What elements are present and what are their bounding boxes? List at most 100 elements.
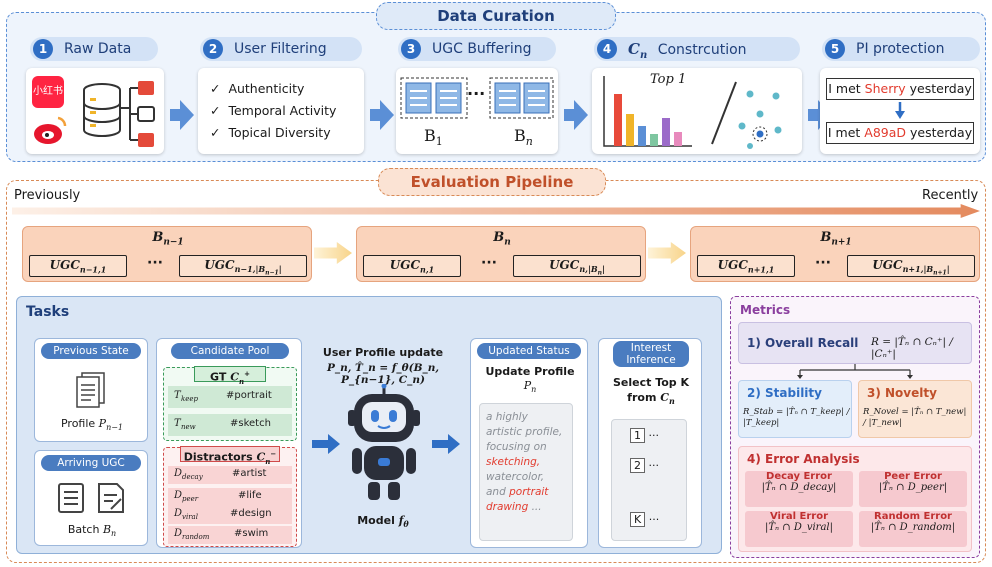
ugc-item-last: UGCn,|Bn| bbox=[513, 255, 641, 277]
robot-model-icon bbox=[348, 384, 420, 500]
tasks-title: Tasks bbox=[26, 304, 70, 320]
model-label: Model fθ bbox=[357, 514, 409, 530]
ranked-item: K ··· bbox=[630, 512, 659, 527]
buffer-ellipsis: ··· bbox=[467, 84, 486, 103]
peer-error: Peer Error|T̂ₙ ∩ D_peer| bbox=[859, 471, 967, 507]
raw-data-panel: 小红书 bbox=[26, 68, 164, 154]
previous-state-header: Previous State bbox=[41, 343, 141, 359]
stage-cn-construction: 4 Cn Constrcution bbox=[594, 37, 800, 61]
timeline-left-label: Previously bbox=[14, 188, 81, 203]
random-error: Random Error|T̂ₙ ∩ D_random| bbox=[859, 511, 967, 547]
profile-highlight: portrait drawing bbox=[486, 486, 549, 513]
batch-current: Bn UGCn,1 ··· UGCn,|Bn| bbox=[356, 226, 646, 282]
pi-after-sentence: I met A89aD yesterday bbox=[826, 122, 974, 144]
stability-formula: R_Stab = |T̂ₙ ∩ T_keep| / |T_keep| bbox=[743, 407, 850, 428]
timeline-arrow bbox=[12, 204, 980, 218]
stage-number: 3 bbox=[401, 39, 421, 59]
stability-box: 2) Stability R_Stab = |T̂ₙ ∩ T_keep| / |… bbox=[738, 380, 852, 438]
xiaohongshu-logo: 小红书 bbox=[32, 76, 64, 108]
cn-symbol: Cn bbox=[628, 40, 648, 61]
arrow-right-icon bbox=[312, 434, 340, 454]
update-profile-label: Update Profile bbox=[485, 365, 575, 378]
batch-label: Batch Bn bbox=[67, 523, 117, 539]
arriving-ugc-header: Arriving UGC bbox=[41, 455, 141, 471]
check-icon: ✓ bbox=[210, 103, 221, 118]
batch-flow-arrow bbox=[648, 242, 686, 264]
stage-number: 5 bbox=[825, 39, 845, 59]
ugc-item-first: UGCn−1,1 bbox=[29, 255, 127, 277]
update-profile-symbol: Pn bbox=[523, 379, 537, 395]
stage-number: 4 bbox=[597, 39, 617, 59]
stage-number: 2 bbox=[203, 39, 223, 59]
novelty-formula: R_Novel = |T̂ₙ ∩ T_new| / |T_new| bbox=[863, 407, 967, 428]
viral-error: Viral Error|T̂ₙ ∩ D_viral| bbox=[745, 511, 853, 547]
stage-label: UGC Buffering bbox=[432, 41, 532, 57]
arrow-down-icon bbox=[895, 102, 905, 119]
decay-error: Decay Error|T̂ₙ ∩ D_decay| bbox=[745, 471, 853, 507]
profile-label: Profile Pn−1 bbox=[60, 417, 124, 433]
buffer-blocks-icon bbox=[400, 77, 554, 119]
check-icon: ✓ bbox=[210, 125, 221, 140]
batch-title: Bn+1 bbox=[820, 230, 852, 248]
select-top-k-label: Select Top K from Cn bbox=[612, 376, 690, 407]
error-analysis-label: 4) Error Analysis bbox=[747, 452, 860, 466]
ugc-item-last: UGCn+1,|Bn+1| bbox=[847, 255, 975, 277]
top1-label: Top 1 bbox=[650, 72, 687, 87]
ugc-ellipsis: ··· bbox=[147, 255, 163, 271]
filter-item: ✓ Temporal Activity bbox=[210, 103, 337, 118]
tag-portrait: #portrait bbox=[226, 390, 272, 401]
cn-construction-panel: Top 1 bbox=[592, 68, 802, 154]
stage-number: 1 bbox=[33, 39, 53, 59]
evaluation-pipeline-title: Evaluation Pipeline bbox=[378, 168, 606, 196]
interest-inference-header: Interest Inference bbox=[613, 341, 689, 367]
filter-item: ✓ Authenticity bbox=[210, 81, 305, 96]
stage-label: PI protection bbox=[856, 41, 945, 57]
overall-recall-label: 1) Overall Recall bbox=[747, 336, 859, 350]
topk-chart-icon bbox=[603, 76, 782, 149]
pi-protection-panel: I met Sherry yesterday I met A89aD yeste… bbox=[820, 68, 980, 154]
batch-flow-arrow bbox=[314, 242, 352, 264]
ugc-ellipsis: ··· bbox=[815, 255, 831, 271]
ugc-ellipsis: ··· bbox=[481, 255, 497, 271]
error-analysis-box: 4) Error Analysis Decay Error|T̂ₙ ∩ D_de… bbox=[738, 446, 972, 552]
arriving-ugc-panel: Arriving UGC Batch Bn bbox=[34, 450, 148, 546]
stage-label: Raw Data bbox=[64, 41, 132, 57]
batch-title: Bn bbox=[493, 230, 511, 248]
gt-label: GT Cn+ bbox=[194, 366, 266, 386]
batch-next: Bn+1 UGCn+1,1 ··· UGCn+1,|Bn+1| bbox=[690, 226, 980, 282]
ugc-item-first: UGCn,1 bbox=[363, 255, 461, 277]
novelty-label: 3) Novelty bbox=[867, 386, 937, 400]
pi-before-sentence: I met Sherry yesterday bbox=[826, 78, 974, 100]
arrow-right-icon bbox=[432, 434, 460, 454]
pi-original-name: Sherry bbox=[864, 81, 906, 96]
branch-arrows bbox=[797, 364, 913, 379]
metrics-title: Metrics bbox=[740, 303, 791, 317]
ranked-list: 1 ··· 2 ··· K ··· bbox=[611, 419, 687, 541]
recall-formula: R = |T̂ₙ ∩ Cₙ⁺| / |Cₙ⁺| bbox=[871, 336, 953, 360]
weibo-logo bbox=[34, 116, 67, 144]
stage-user-filtering: 2 User Filtering bbox=[200, 37, 362, 61]
updated-status-header: Updated Status bbox=[477, 343, 581, 359]
candidate-pool-header: Candidate Pool bbox=[171, 343, 289, 359]
profile-text-box: a highly artistic profile, focusing on s… bbox=[479, 403, 573, 541]
interest-inference-panel: Interest Inference Select Top K from Cn … bbox=[598, 338, 702, 548]
ugc-item-first: UGCn+1,1 bbox=[697, 255, 795, 277]
document-stack-icon bbox=[76, 372, 105, 408]
stability-label: 2) Stability bbox=[747, 386, 822, 400]
ugc-documents-icon bbox=[58, 483, 124, 513]
ranked-item: 1 ··· bbox=[630, 428, 659, 443]
ugc-item-last: UGCn−1,|Bn−1| bbox=[179, 255, 307, 277]
timeline-right-label: Recently bbox=[922, 188, 979, 203]
batch-title: Bn−1 bbox=[152, 230, 184, 248]
stage-ugc-buffering: 3 UGC Buffering bbox=[398, 37, 556, 61]
novelty-box: 3) Novelty R_Novel = |T̂ₙ ∩ T_new| / |T_… bbox=[858, 380, 972, 438]
stage-pi-protection: 5 PI protection bbox=[822, 37, 980, 61]
